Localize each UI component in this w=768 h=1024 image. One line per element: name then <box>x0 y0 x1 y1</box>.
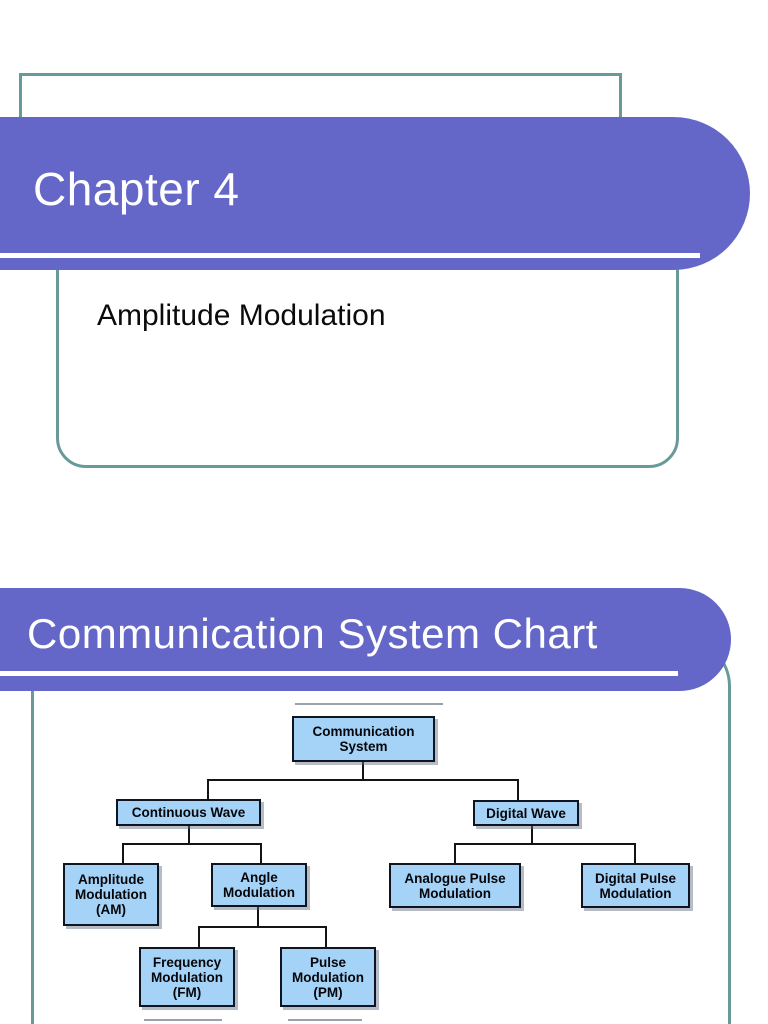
node-label-line: Frequency <box>152 954 222 970</box>
slide1-subtitle: Amplitude Modulation <box>97 299 386 332</box>
connector-line <box>188 826 190 844</box>
connector-line <box>122 843 262 845</box>
connector-line <box>634 843 636 863</box>
node-digital-wave: Digital Wave <box>473 800 579 826</box>
connector-line <box>122 843 124 863</box>
slide1-title: Chapter 4 <box>33 163 240 215</box>
node-label-line: Analogue Pulse <box>404 870 506 886</box>
node-label-line: Digital Pulse <box>594 870 677 886</box>
node-label-line: Continuous Wave <box>131 805 246 820</box>
node-continuous-wave: Continuous Wave <box>116 799 261 826</box>
connector-line <box>454 843 636 845</box>
node-label-line: Modulation <box>75 887 147 902</box>
slide1-title-banner <box>0 117 750 270</box>
node-label-line: Digital Wave <box>486 805 566 821</box>
connector-line <box>257 907 259 927</box>
node-analogue-pulse-modulation: Analogue Pulse Modulation <box>389 863 521 908</box>
node-label-line: (FM) <box>172 984 202 1000</box>
shadow-line <box>295 703 443 705</box>
connector-line <box>531 826 533 844</box>
node-communication-system: Communication System <box>292 716 435 762</box>
slide2-title: Communication System Chart <box>27 610 598 657</box>
slide1-banner-underline <box>0 253 700 258</box>
node-label-line: Angle <box>240 870 278 885</box>
node-digital-pulse-modulation: Digital Pulse Modulation <box>581 863 690 908</box>
node-label-line: Communication <box>312 724 415 739</box>
node-label-line: (PM) <box>313 984 343 1000</box>
node-label-line: Modulation <box>223 885 295 900</box>
node-label-line: Modulation <box>419 885 491 901</box>
shadow-line <box>288 1019 362 1021</box>
node-pulse-modulation: Pulse Modulation (PM) <box>280 947 376 1007</box>
connector-line <box>198 926 200 947</box>
node-label-line: Modulation <box>292 969 364 985</box>
slide2-body-frame <box>31 638 731 1024</box>
connector-line <box>207 779 209 800</box>
node-frequency-modulation: Frequency Modulation (FM) <box>139 947 235 1007</box>
node-amplitude-modulation: Amplitude Modulation (AM) <box>63 863 159 926</box>
node-label-line: System <box>339 739 388 754</box>
shadow-line <box>144 1019 222 1021</box>
connector-line <box>260 843 262 863</box>
connector-line <box>198 926 327 928</box>
connector-line <box>325 926 327 947</box>
connector-line <box>454 843 456 863</box>
slide2-banner-underline <box>0 671 678 676</box>
connector-line <box>207 779 519 781</box>
node-angle-modulation: Angle Modulation <box>211 863 307 907</box>
node-label-line: Pulse <box>309 954 347 970</box>
node-label-line: (AM) <box>96 902 126 917</box>
connector-line <box>517 779 519 801</box>
node-label-line: Amplitude <box>78 872 144 887</box>
node-label-line: Modulation <box>599 885 672 901</box>
node-label-line: Modulation <box>151 969 223 985</box>
connector-line <box>362 762 364 780</box>
